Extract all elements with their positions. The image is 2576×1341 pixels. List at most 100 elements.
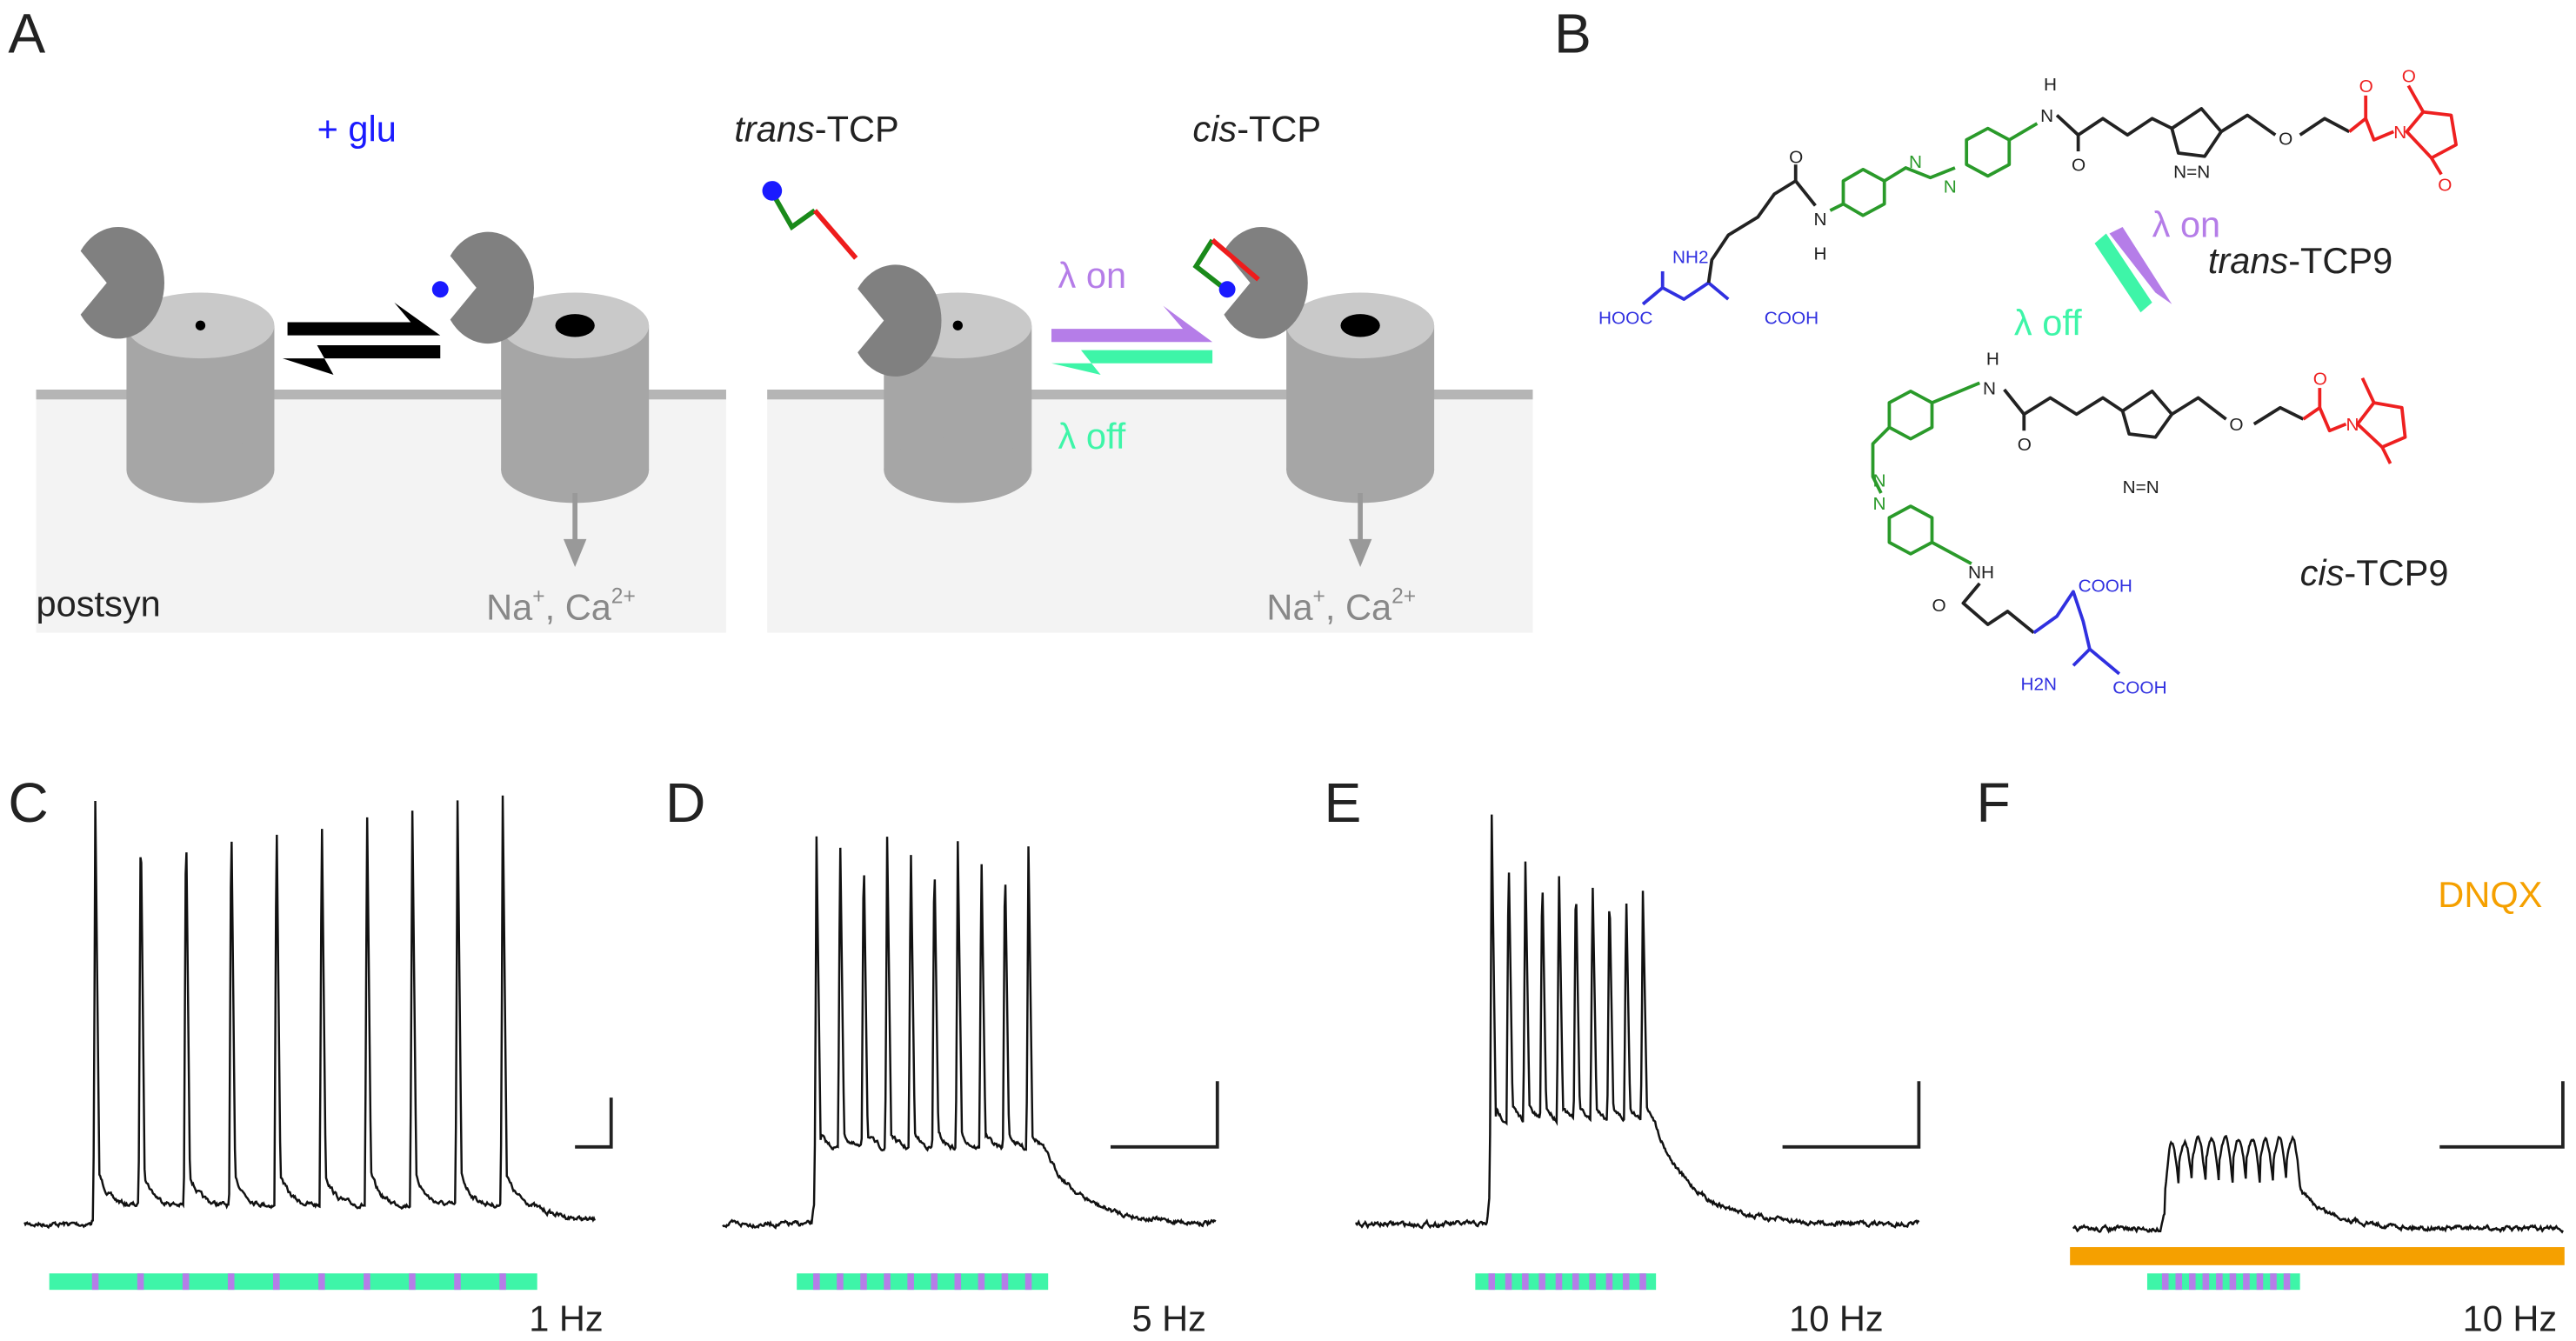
light-pulse-mark bbox=[1639, 1273, 1646, 1291]
trans-tcp9-label: trans-TCP9 bbox=[2208, 240, 2392, 281]
channel-bottom bbox=[1286, 437, 1435, 504]
light-pulse-mark bbox=[2216, 1273, 2223, 1291]
panel-label-f: F bbox=[1977, 771, 2011, 834]
receptor-channel bbox=[126, 292, 275, 504]
light-pulse-mark bbox=[907, 1273, 914, 1291]
channel-bottom bbox=[884, 437, 1032, 504]
ligand-binding-domain bbox=[450, 231, 535, 344]
panel-b-structures bbox=[1641, 84, 2458, 676]
light-pulse-mark bbox=[1555, 1273, 1563, 1291]
channel-bottom bbox=[501, 437, 650, 504]
panel-label-b: B bbox=[1554, 3, 1592, 65]
light-stimulus-bar bbox=[797, 1273, 1049, 1291]
svg-text:H: H bbox=[1813, 244, 1826, 264]
light-pulse-mark bbox=[1622, 1273, 1630, 1291]
light-pulse-mark bbox=[499, 1273, 506, 1291]
light-stimulus-bar bbox=[2146, 1273, 2300, 1291]
svg-text:H: H bbox=[1986, 350, 1999, 370]
light-pulse-mark bbox=[409, 1273, 416, 1291]
scale-bar bbox=[2439, 1081, 2565, 1149]
light-pulse-mark bbox=[2229, 1273, 2237, 1291]
light-pulse-mark bbox=[182, 1273, 190, 1291]
svg-text:COOH: COOH bbox=[2112, 677, 2166, 697]
svg-text:O: O bbox=[2072, 156, 2085, 176]
svg-text:N=N: N=N bbox=[2173, 162, 2210, 182]
channel-pore-open bbox=[555, 314, 595, 337]
cis-tcp9-label: cis-TCP9 bbox=[2300, 552, 2449, 593]
light-pulse-mark bbox=[2256, 1273, 2264, 1291]
light-pulse-mark bbox=[364, 1273, 370, 1291]
svg-text:NH2: NH2 bbox=[1672, 248, 1709, 268]
trans-tcp-ligand bbox=[762, 181, 858, 260]
svg-text:O: O bbox=[2279, 130, 2292, 150]
panel-b-light-on-label: λ on bbox=[2152, 203, 2221, 244]
panel-b-light-off-label: λ off bbox=[2014, 303, 2082, 344]
light-pulse-mark bbox=[454, 1273, 461, 1291]
panel-label-d: D bbox=[665, 771, 705, 834]
voltage-trace bbox=[23, 795, 596, 1230]
cis-tcp-ligand bbox=[1192, 237, 1260, 298]
trace-panel-f bbox=[2070, 1081, 2565, 1291]
scale-bar bbox=[1782, 1081, 1921, 1149]
channel-bottom bbox=[126, 437, 275, 504]
light-pulse-mark bbox=[137, 1273, 144, 1291]
scale-bar bbox=[575, 1097, 613, 1149]
light-pulse-mark bbox=[2243, 1273, 2250, 1291]
frequency-label-d: 5 Hz bbox=[1132, 1298, 1206, 1338]
light-pulse-mark bbox=[978, 1273, 985, 1291]
svg-text:COOH: COOH bbox=[2079, 576, 2132, 596]
light-pulse-mark bbox=[2175, 1273, 2183, 1291]
light-stimulus-bar bbox=[49, 1273, 537, 1291]
light-pulse-mark bbox=[1589, 1273, 1596, 1291]
light-pulse-mark bbox=[2189, 1273, 2196, 1291]
light-pulse-mark bbox=[91, 1273, 99, 1291]
panel-label-e: E bbox=[1325, 771, 1362, 834]
channel-pore-closed bbox=[195, 320, 206, 330]
light-pulse-mark bbox=[837, 1273, 844, 1291]
frequency-label-c: 1 Hz bbox=[529, 1298, 603, 1338]
light-pulse-mark bbox=[931, 1273, 938, 1291]
scale-bar bbox=[1110, 1081, 1219, 1149]
ions-label-left: Na+, Ca2+ bbox=[486, 585, 636, 628]
svg-text:O: O bbox=[1789, 147, 1803, 167]
light-pulse-mark bbox=[2161, 1273, 2169, 1291]
svg-text:N: N bbox=[2393, 123, 2406, 143]
svg-text:HOOC: HOOC bbox=[1598, 308, 1652, 328]
ligand-binding-domain bbox=[858, 264, 942, 377]
trace-panel-e bbox=[1355, 814, 1921, 1291]
membrane-left bbox=[36, 389, 726, 400]
frequency-label-e: 10 Hz bbox=[1789, 1298, 1884, 1338]
light-pulse-mark bbox=[1024, 1273, 1032, 1291]
light-pulse-mark bbox=[813, 1273, 820, 1291]
light-pulse-mark bbox=[860, 1273, 867, 1291]
light-pulse-mark bbox=[1505, 1273, 1512, 1291]
light-pulse-mark bbox=[884, 1273, 891, 1291]
electrophysiology-traces bbox=[23, 795, 2565, 1291]
receptor-channel bbox=[501, 292, 650, 504]
panel-b-photoswitch-arrows bbox=[2094, 226, 2172, 313]
svg-text:N: N bbox=[1983, 379, 1996, 399]
trace-panel-c bbox=[23, 795, 613, 1291]
membrane-right bbox=[767, 389, 1533, 400]
light-pulse-mark bbox=[227, 1273, 235, 1291]
svg-text:NH: NH bbox=[1968, 563, 1994, 583]
light-pulse-mark bbox=[272, 1273, 280, 1291]
light-pulse-mark bbox=[1605, 1273, 1613, 1291]
postsyn-label: postsyn bbox=[37, 584, 161, 624]
dnqx-label: DNQX bbox=[2438, 874, 2542, 915]
svg-text:O: O bbox=[2402, 67, 2416, 87]
svg-text:N: N bbox=[1872, 470, 1885, 490]
voltage-trace bbox=[2072, 1134, 2564, 1234]
glu-label: + glu bbox=[317, 109, 397, 150]
dnqx-application-bar bbox=[2070, 1247, 2565, 1265]
cis-tcp9-structure bbox=[1871, 377, 2407, 676]
svg-text:N: N bbox=[1813, 210, 1826, 230]
light-pulse-mark bbox=[2270, 1273, 2277, 1291]
svg-text:N: N bbox=[1909, 152, 1922, 172]
channel-pore-closed bbox=[952, 320, 963, 330]
trace-panel-d bbox=[722, 836, 1219, 1291]
svg-text:N=N: N=N bbox=[2123, 477, 2159, 497]
svg-text:N: N bbox=[2346, 415, 2359, 435]
svg-text:O: O bbox=[2359, 77, 2373, 97]
ligand-binding-domain bbox=[80, 226, 164, 339]
